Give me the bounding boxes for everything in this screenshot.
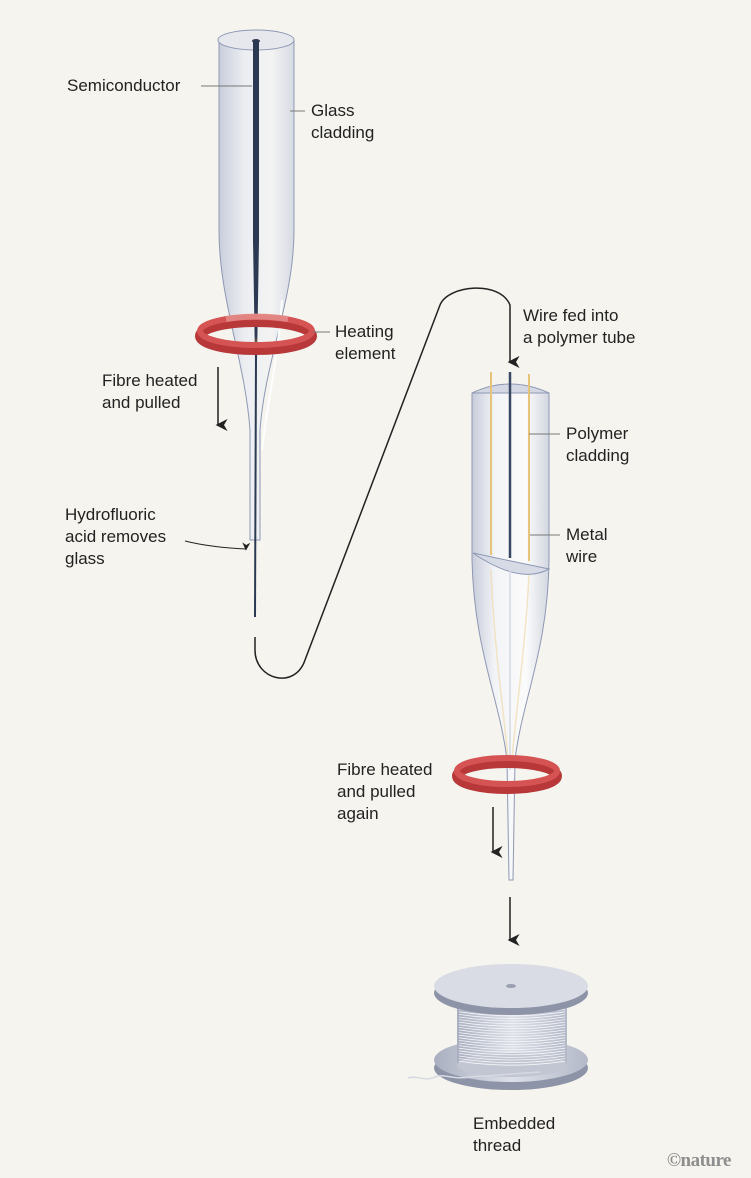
heating-element-ring-1 — [195, 313, 317, 355]
hydrofluoric-label: Hydrofluoric acid removes glass — [65, 505, 167, 568]
embedded-thread-label: Embedded thread — [473, 1114, 556, 1155]
thread-winding — [458, 1053, 566, 1058]
thread-winding — [458, 1040, 566, 1045]
thread-winding — [458, 1058, 566, 1063]
heating-element-label: Heating element — [335, 322, 396, 363]
hf-arrow — [184, 540, 251, 551]
thread-winding — [458, 1011, 566, 1017]
thread-winding — [458, 1029, 566, 1035]
glass-cladding-label: Glass cladding — [311, 101, 375, 142]
thread-winding — [458, 1037, 566, 1043]
fibre-heated-pulled-label: Fibre heated and pulled — [102, 371, 198, 412]
thread-winding — [458, 1055, 566, 1061]
thread-winding — [458, 1034, 566, 1040]
wire-feed-path — [254, 287, 520, 679]
thread-winding — [458, 1050, 566, 1056]
thread-winding — [458, 1027, 566, 1032]
thread-winding — [458, 1014, 566, 1019]
thread-winding — [458, 1016, 566, 1022]
thread-winding — [458, 1047, 566, 1053]
thread-winding — [458, 1019, 566, 1024]
thread-winding — [458, 1045, 566, 1050]
heating-element-ring-2 — [452, 755, 562, 794]
semiconductor-label: Semiconductor — [67, 76, 181, 95]
thread-spool — [407, 964, 588, 1090]
thread-winding — [458, 1021, 566, 1027]
semiconductor-core — [253, 42, 259, 618]
thread-winding — [458, 1032, 566, 1037]
metal-wires — [490, 372, 530, 761]
nature-credit: ©nature — [666, 1150, 732, 1171]
wire-fed-label: Wire fed into a polymer tube — [523, 306, 636, 347]
fibre-heated-pulled-again-label: Fibre heated and pulled again — [337, 760, 433, 823]
thread-winding — [458, 1060, 566, 1066]
thread-winding — [458, 1024, 566, 1030]
polymer-cladding-label: Polymer cladding — [566, 424, 630, 465]
thread-winding — [458, 1042, 566, 1048]
metal-wire-label: Metal wire — [566, 525, 608, 566]
